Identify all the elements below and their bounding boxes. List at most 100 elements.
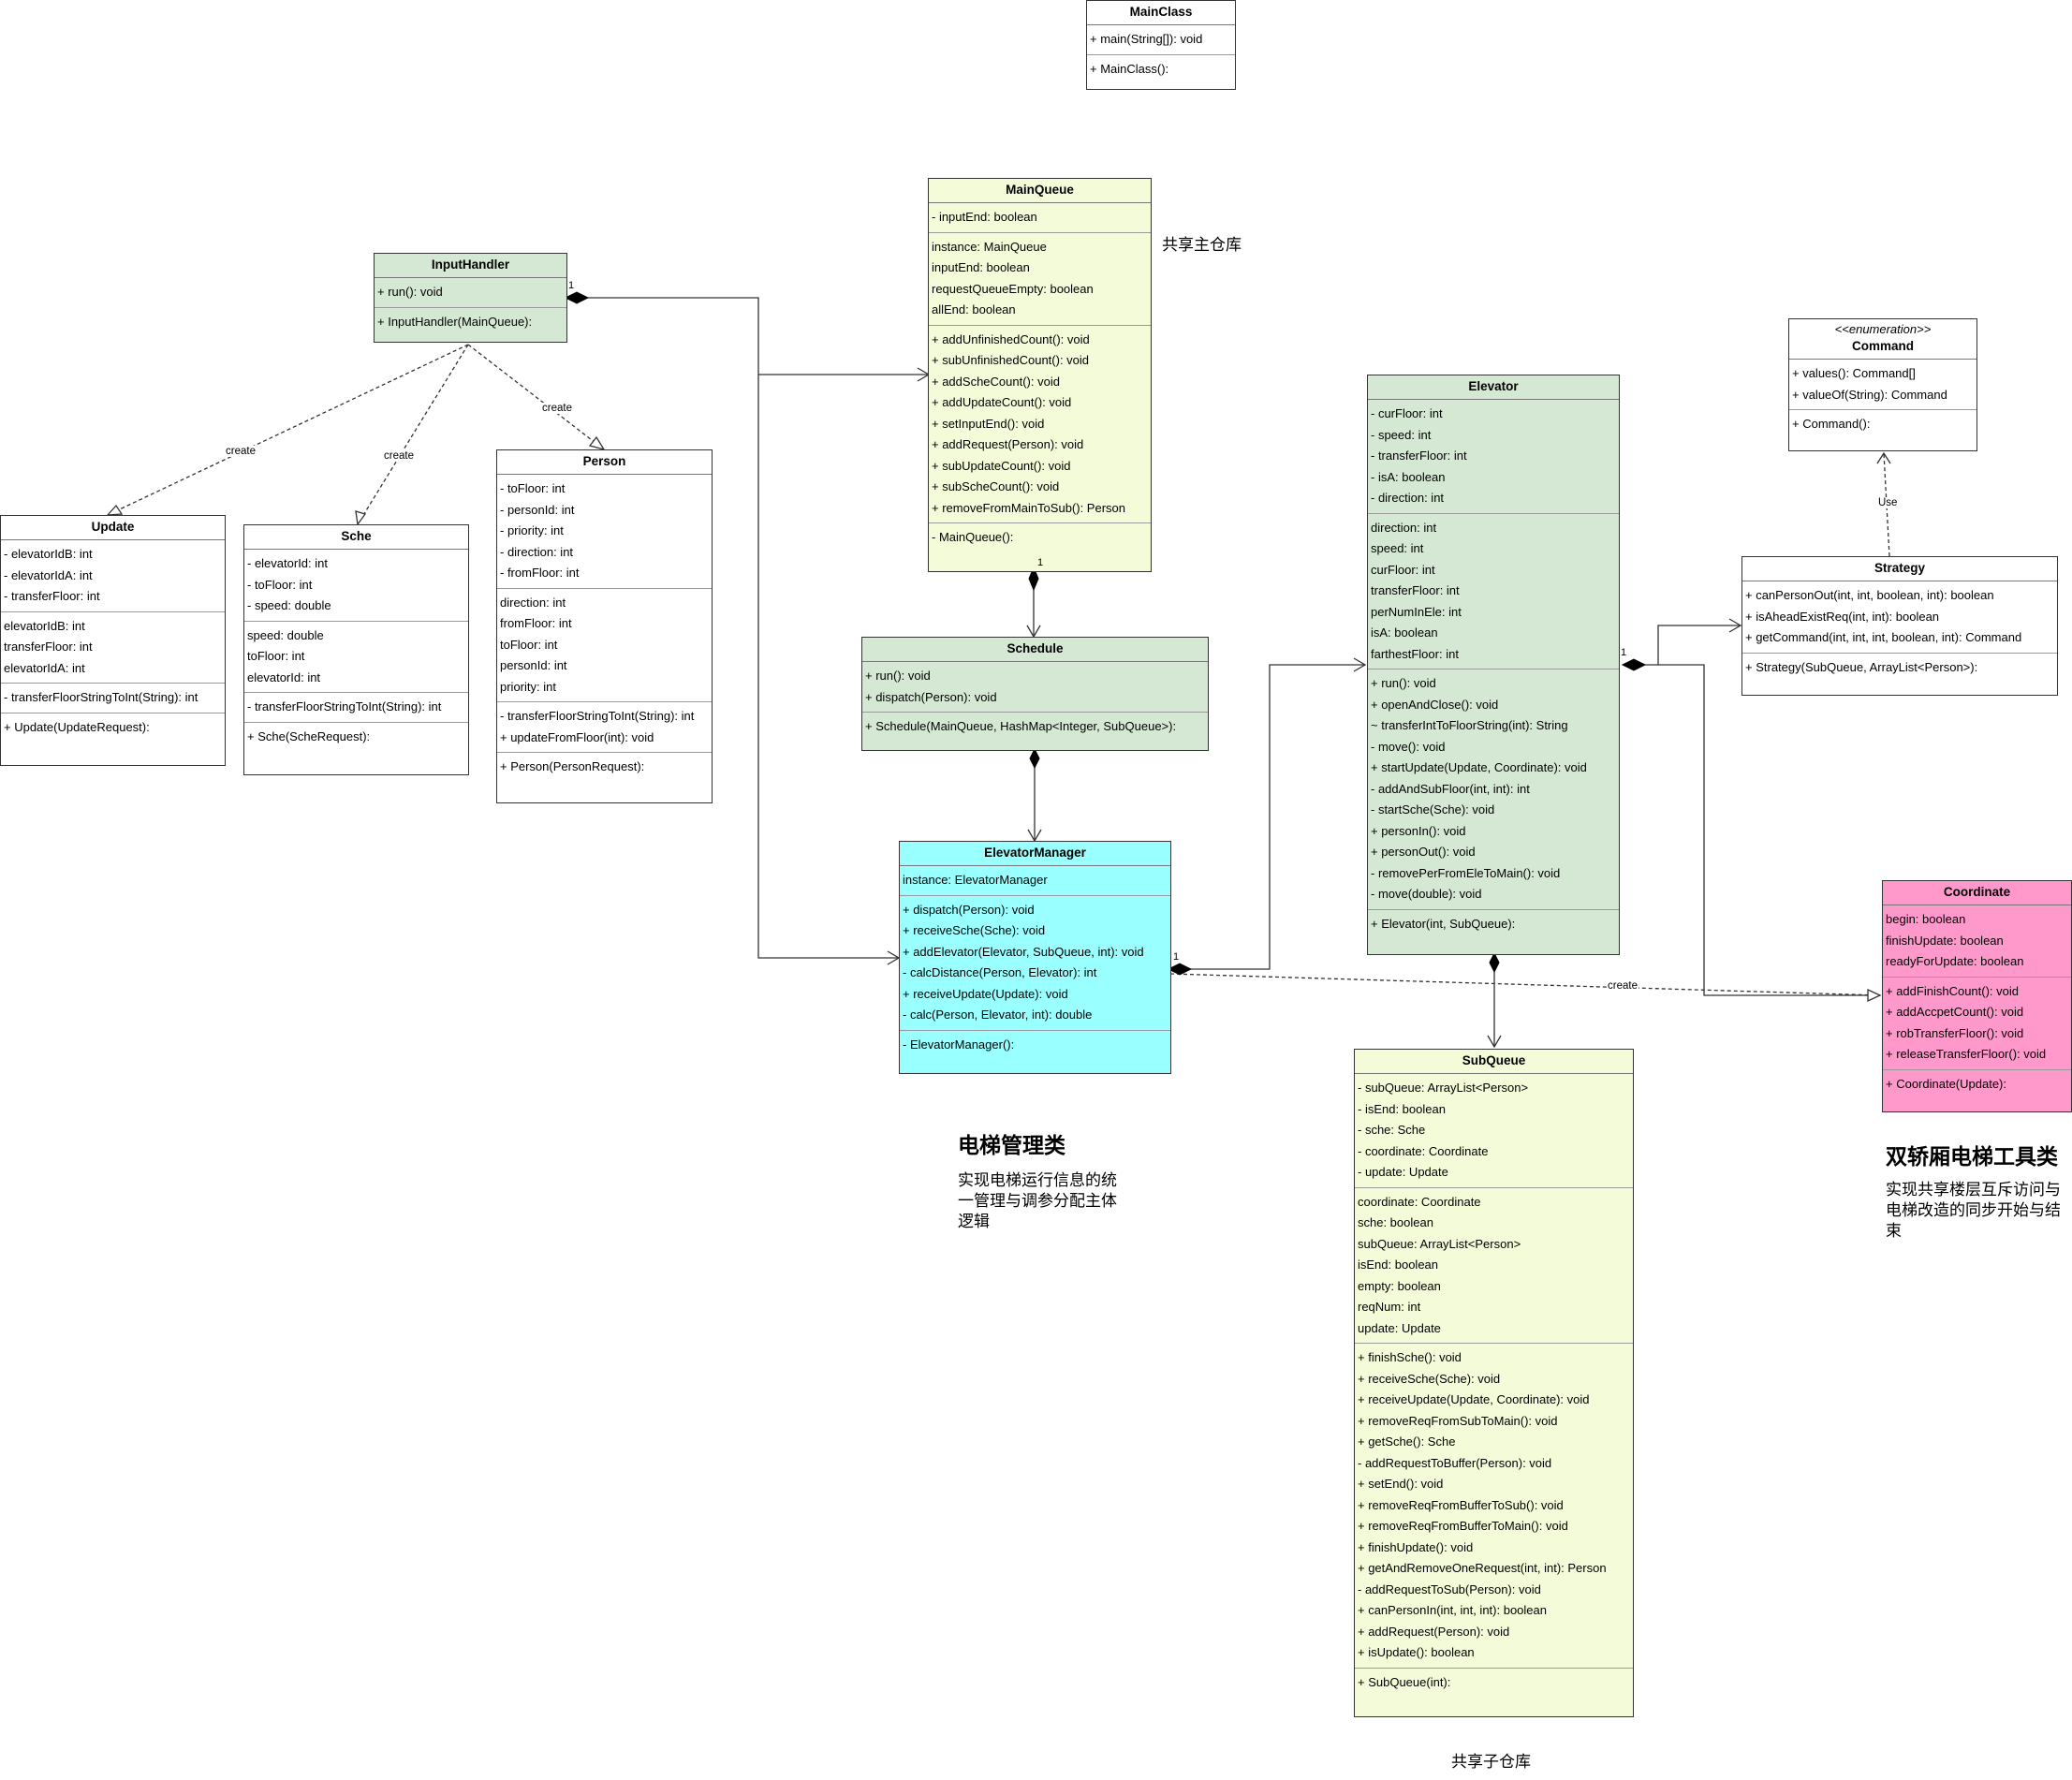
class-member[interactable]: - inputEnd: boolean [932, 210, 1037, 224]
class-member[interactable]: - transferFloorStringToInt(String): int [247, 699, 442, 713]
class-member[interactable]: inputEnd: boolean [932, 260, 1030, 274]
class-member[interactable]: + valueOf(String): Command [1792, 387, 1947, 402]
class-member[interactable]: - coordinate: Coordinate [1358, 1143, 1489, 1158]
class-person[interactable]: Person- toFloor: int- personId: int- pri… [496, 449, 713, 803]
class-member[interactable]: coordinate: Coordinate [1358, 1194, 1481, 1209]
class-member[interactable]: + Command(): [1792, 417, 1871, 431]
class-member[interactable]: - transferFloorStringToInt(String): int [500, 709, 695, 723]
class-member[interactable]: + run(): void [377, 285, 443, 299]
class-schedule[interactable]: Schedule+ run(): void+ dispatch(Person):… [861, 637, 1209, 751]
class-member[interactable]: - calc(Person, Elevator, int): double [903, 1008, 1093, 1022]
class-member[interactable]: - priority: int [500, 523, 564, 537]
class-member[interactable]: - transferFloor: int [1371, 449, 1467, 463]
class-member[interactable]: - fromFloor: int [500, 566, 580, 580]
class-member[interactable]: perNumInEle: int [1371, 604, 1462, 619]
class-member[interactable]: reqNum: int [1358, 1300, 1421, 1314]
class-member[interactable]: + receiveSche(Sche): void [1358, 1371, 1501, 1386]
class-member[interactable]: + canPersonOut(int, int, boolean, int): … [1745, 588, 1994, 602]
class-member[interactable]: - transferFloorStringToInt(String): int [4, 690, 198, 704]
class-member[interactable]: - curFloor: int [1371, 406, 1443, 420]
class-member[interactable]: + removeFromMainToSub(): Person [932, 500, 1125, 515]
class-member[interactable]: - sche: Sche [1358, 1123, 1426, 1137]
class-member[interactable]: direction: int [500, 595, 566, 610]
class-member[interactable]: + personOut(): void [1371, 845, 1476, 859]
class-member[interactable]: + MainClass(): [1090, 61, 1169, 76]
class-member[interactable]: - transferFloor: int [4, 589, 100, 603]
class-member[interactable]: requestQueueEmpty: boolean [932, 281, 1094, 296]
class-member[interactable]: + Elevator(int, SubQueue): [1371, 916, 1516, 931]
class-member[interactable]: + Coordinate(Update): [1886, 1076, 2006, 1091]
class-member[interactable]: isA: boolean [1371, 625, 1438, 640]
class-member[interactable]: elevatorIdA: int [4, 660, 85, 675]
class-member[interactable]: - speed: int [1371, 427, 1432, 442]
class-member[interactable]: + values(): Command[] [1792, 366, 1916, 380]
class-mainclass[interactable]: MainClass+ main(String[]): void+ MainCla… [1086, 0, 1236, 90]
class-member[interactable]: + run(): void [1371, 676, 1436, 690]
class-member[interactable]: sche: boolean [1358, 1215, 1433, 1229]
class-member[interactable]: + Update(UpdateRequest): [4, 719, 150, 734]
class-member[interactable]: curFloor: int [1371, 562, 1435, 577]
class-member[interactable]: priority: int [500, 679, 556, 694]
class-member[interactable]: personId: int [500, 658, 567, 672]
class-member[interactable]: - update: Update [1358, 1165, 1448, 1179]
class-member[interactable]: + updateFromFloor(int): void [500, 729, 654, 744]
class-member[interactable]: + Strategy(SubQueue, ArrayList<Person>): [1745, 659, 1978, 674]
class-member[interactable]: + addFinishCount(): void [1886, 983, 2019, 998]
class-elevator[interactable]: Elevator- curFloor: int- speed: int- tra… [1367, 375, 1620, 955]
class-member[interactable]: + InputHandler(MainQueue): [377, 314, 533, 329]
class-member[interactable]: - elevatorIdA: int [4, 567, 93, 582]
class-member[interactable]: + addUpdateCount(): void [932, 395, 1072, 409]
class-member[interactable]: farthestFloor: int [1371, 646, 1459, 661]
class-member[interactable]: toFloor: int [247, 649, 305, 663]
class-member[interactable]: + receiveUpdate(Update, Coordinate): voi… [1358, 1392, 1590, 1406]
class-member[interactable]: begin: boolean [1886, 912, 1966, 926]
class-member[interactable]: + addRequest(Person): void [932, 437, 1084, 451]
class-member[interactable]: - ElevatorManager(): [903, 1037, 1015, 1052]
class-member[interactable]: transferFloor: int [4, 640, 93, 654]
class-member[interactable]: - isA: boolean [1371, 469, 1446, 484]
class-member[interactable]: transferFloor: int [1371, 583, 1460, 597]
class-strategy[interactable]: Strategy+ canPersonOut(int, int, boolean… [1741, 556, 2058, 696]
class-member[interactable]: + subScheCount(): void [932, 479, 1060, 493]
class-member[interactable]: - elevatorId: int [247, 556, 328, 570]
class-member[interactable]: speed: double [247, 627, 324, 642]
class-member[interactable]: - move(): void [1371, 739, 1446, 754]
class-member[interactable]: + addElevator(Elevator, SubQueue, int): … [903, 944, 1144, 959]
class-member[interactable]: ~ transferIntToFloorString(int): String [1371, 718, 1568, 732]
class-member[interactable]: + run(): void [865, 669, 931, 683]
class-member[interactable]: instance: ElevatorManager [903, 873, 1048, 887]
class-member[interactable]: isEnd: boolean [1358, 1258, 1439, 1272]
class-member[interactable]: + addScheCount(): void [932, 374, 1060, 389]
class-member[interactable]: - addAndSubFloor(int, int): int [1371, 781, 1530, 796]
class-member[interactable]: - toFloor: int [247, 577, 313, 592]
class-member[interactable]: + dispatch(Person): void [865, 689, 997, 704]
class-member[interactable]: + isUpdate(): boolean [1358, 1645, 1475, 1659]
class-member[interactable]: + removeReqFromSubToMain(): void [1358, 1413, 1558, 1428]
class-member[interactable]: - personId: int [500, 502, 575, 517]
class-member[interactable]: + removeReqFromBufferToSub(): void [1358, 1497, 1564, 1512]
class-member[interactable]: + dispatch(Person): void [903, 902, 1035, 917]
class-member[interactable]: + Person(PersonRequest): [500, 759, 645, 773]
class-member[interactable]: + getCommand(int, int, int, boolean, int… [1745, 630, 2022, 644]
class-member[interactable]: + setEnd(): void [1358, 1477, 1444, 1491]
class-member[interactable]: - move(double): void [1371, 887, 1482, 901]
class-member[interactable]: - toFloor: int [500, 481, 566, 495]
class-member[interactable]: + Schedule(MainQueue, HashMap<Integer, S… [865, 719, 1177, 733]
class-member[interactable]: + addRequest(Person): void [1358, 1624, 1510, 1639]
class-member[interactable]: empty: boolean [1358, 1278, 1441, 1293]
class-member[interactable]: + finishUpdate(): void [1358, 1539, 1474, 1554]
class-member[interactable]: + startUpdate(Update, Coordinate): void [1371, 760, 1587, 774]
class-member[interactable]: + subUpdateCount(): void [932, 458, 1071, 473]
class-member[interactable]: - isEnd: boolean [1358, 1101, 1446, 1116]
class-member[interactable]: + finishSche(): void [1358, 1350, 1462, 1364]
class-member[interactable]: - direction: int [500, 544, 574, 559]
class-sche[interactable]: Sche- elevatorId: int- toFloor: int- spe… [243, 524, 469, 775]
class-member[interactable]: + getAndRemoveOneRequest(int, int): Pers… [1358, 1561, 1607, 1575]
class-member[interactable]: - addRequestToSub(Person): void [1358, 1581, 1541, 1596]
class-member[interactable]: - startSche(Sche): void [1371, 802, 1495, 816]
class-member[interactable]: - calcDistance(Person, Elevator): int [903, 965, 1097, 979]
class-member[interactable]: + receiveUpdate(Update): void [903, 986, 1068, 1001]
